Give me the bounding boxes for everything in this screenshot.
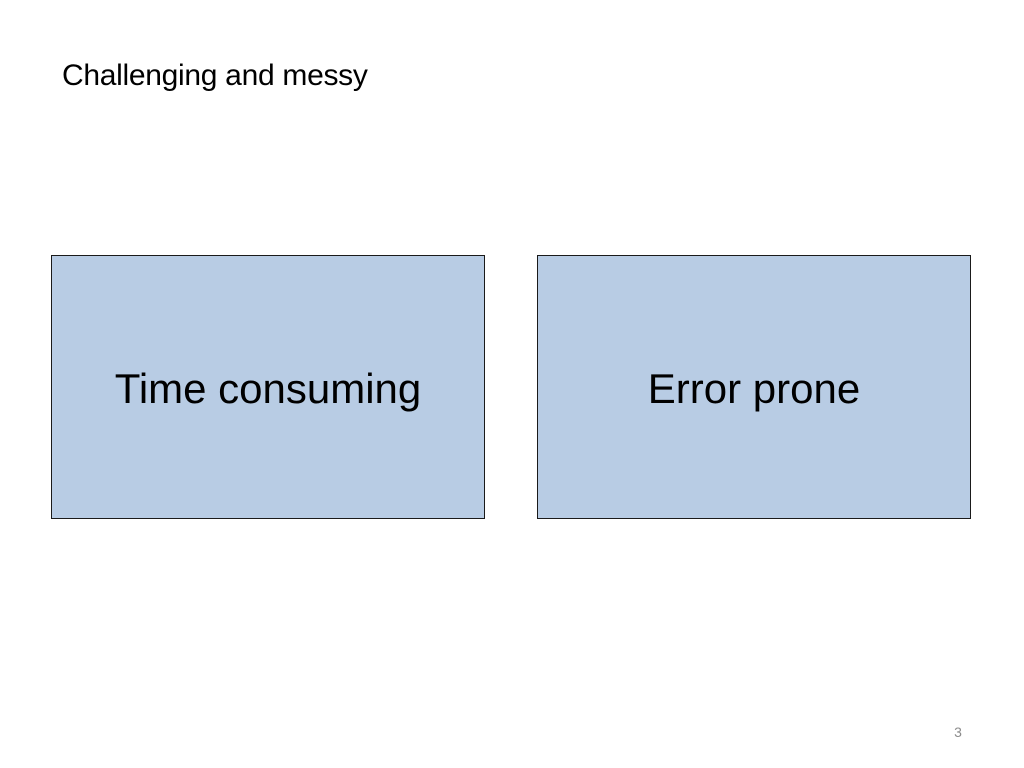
error-prone-box: Error prone xyxy=(537,255,971,519)
time-consuming-label: Time consuming xyxy=(114,365,422,412)
page-number: 3 xyxy=(954,724,962,740)
slide-title: Challenging and messy xyxy=(62,59,368,92)
time-consuming-box: Time consuming xyxy=(51,255,485,519)
error-prone-label: Error prone xyxy=(647,365,861,412)
